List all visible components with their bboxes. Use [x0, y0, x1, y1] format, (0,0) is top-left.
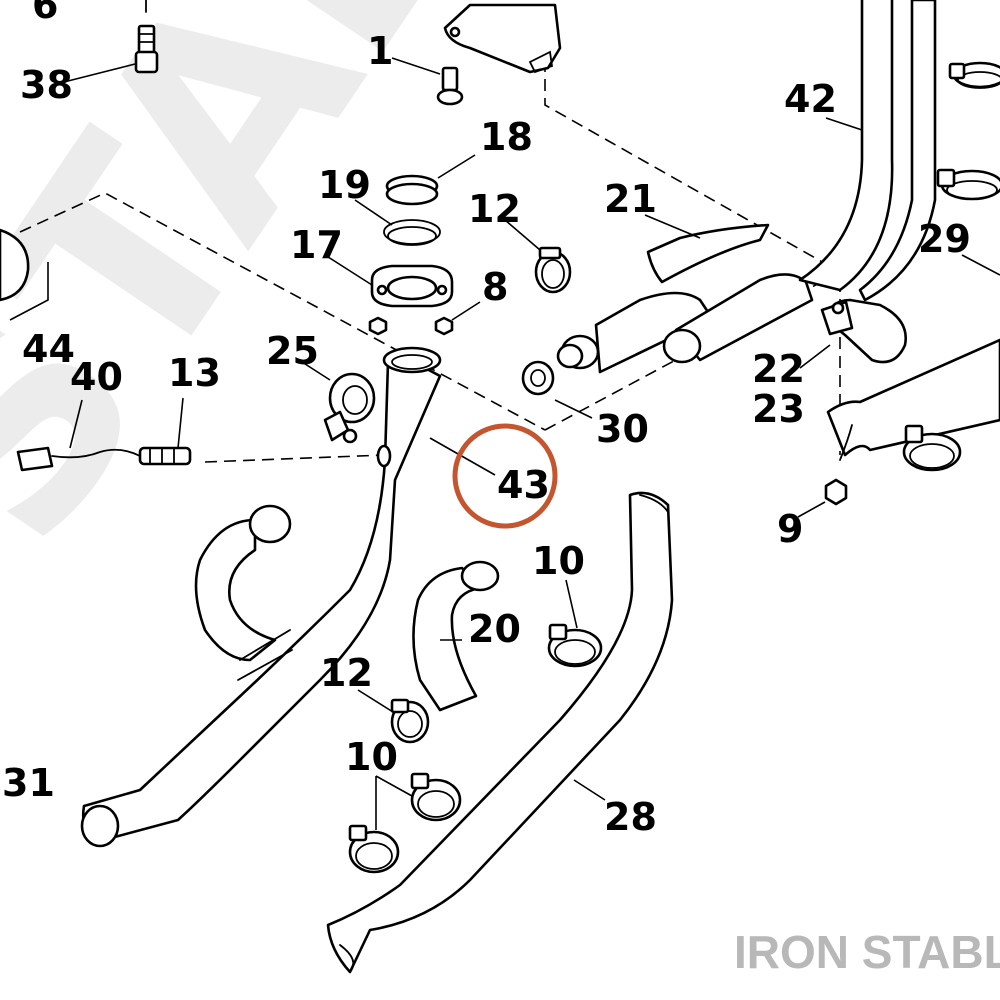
exhaust-flange-17	[370, 264, 454, 308]
oxygen-sensor-40-13	[16, 446, 192, 472]
callout-10-lower: 10	[345, 735, 398, 779]
highlight-circle	[452, 423, 558, 529]
callout-25: 25	[266, 329, 319, 373]
retaining-ring-19	[383, 219, 441, 246]
callout-43: 43	[497, 463, 550, 507]
callout-17: 17	[290, 223, 343, 267]
callout-12-lower: 12	[320, 651, 373, 695]
callout-20: 20	[468, 607, 521, 651]
left-end-part-44	[0, 228, 30, 302]
callout-10-upper: 10	[532, 539, 585, 583]
hose-clamp-12-upper	[534, 246, 572, 294]
callout-31: 31	[2, 761, 55, 805]
callout-6: 6	[32, 0, 58, 27]
callout-42: 42	[784, 77, 837, 121]
callout-labels: 6 38 1 18 19 12 17 8 21 42 29 44 40 13 2…	[2, 0, 971, 839]
callout-18: 18	[480, 115, 533, 159]
pipe-29-end	[826, 338, 1000, 461]
callout-23: 23	[752, 387, 805, 431]
head-pipe-43	[80, 346, 442, 848]
socket-screw-38	[134, 0, 159, 74]
crossover-pipes-30	[521, 273, 814, 396]
hose-clamp-right	[902, 424, 962, 472]
hose-clamp-29-top	[948, 61, 1000, 89]
callout-21: 21	[604, 177, 657, 221]
flange-nuts-8	[368, 316, 454, 336]
callout-19: 19	[318, 163, 371, 207]
sensor-bracket-25	[323, 372, 376, 444]
callout-8: 8	[482, 265, 508, 309]
hose-clamp-10-lower-b	[348, 824, 400, 874]
hose-clamp-10-lower-a	[410, 772, 462, 822]
brand-logo-text: IRON STABLE	[734, 926, 1000, 978]
callout-13: 13	[168, 351, 221, 395]
hose-clamp-12-lower	[390, 698, 430, 744]
hose-clamp-29-mid	[936, 168, 1000, 201]
exhaust-pipe-42	[798, 0, 937, 302]
callout-22: 22	[752, 347, 805, 391]
hex-nut-9	[824, 478, 848, 506]
heat-shield-21	[646, 223, 770, 284]
callout-29: 29	[918, 217, 971, 261]
connector-pipe-20	[412, 560, 500, 712]
hose-clamp-10-upper	[547, 623, 603, 668]
callout-28: 28	[604, 795, 657, 839]
j-pipe-31	[194, 504, 293, 681]
callout-1: 1	[367, 29, 393, 73]
callout-38: 38	[20, 63, 73, 107]
mounting-bracket	[443, 3, 562, 74]
callout-9: 9	[777, 507, 803, 551]
leader-lines	[9, 57, 1000, 830]
exhaust-pipe-28	[326, 491, 674, 974]
callout-12-upper: 12	[468, 187, 521, 231]
gasket-ring-18	[385, 174, 439, 206]
callout-30: 30	[596, 407, 649, 451]
pipe-clamp-22-23	[820, 298, 908, 364]
bolt-1	[436, 66, 464, 106]
callout-44: 44	[22, 327, 75, 371]
callout-40: 40	[70, 355, 123, 399]
